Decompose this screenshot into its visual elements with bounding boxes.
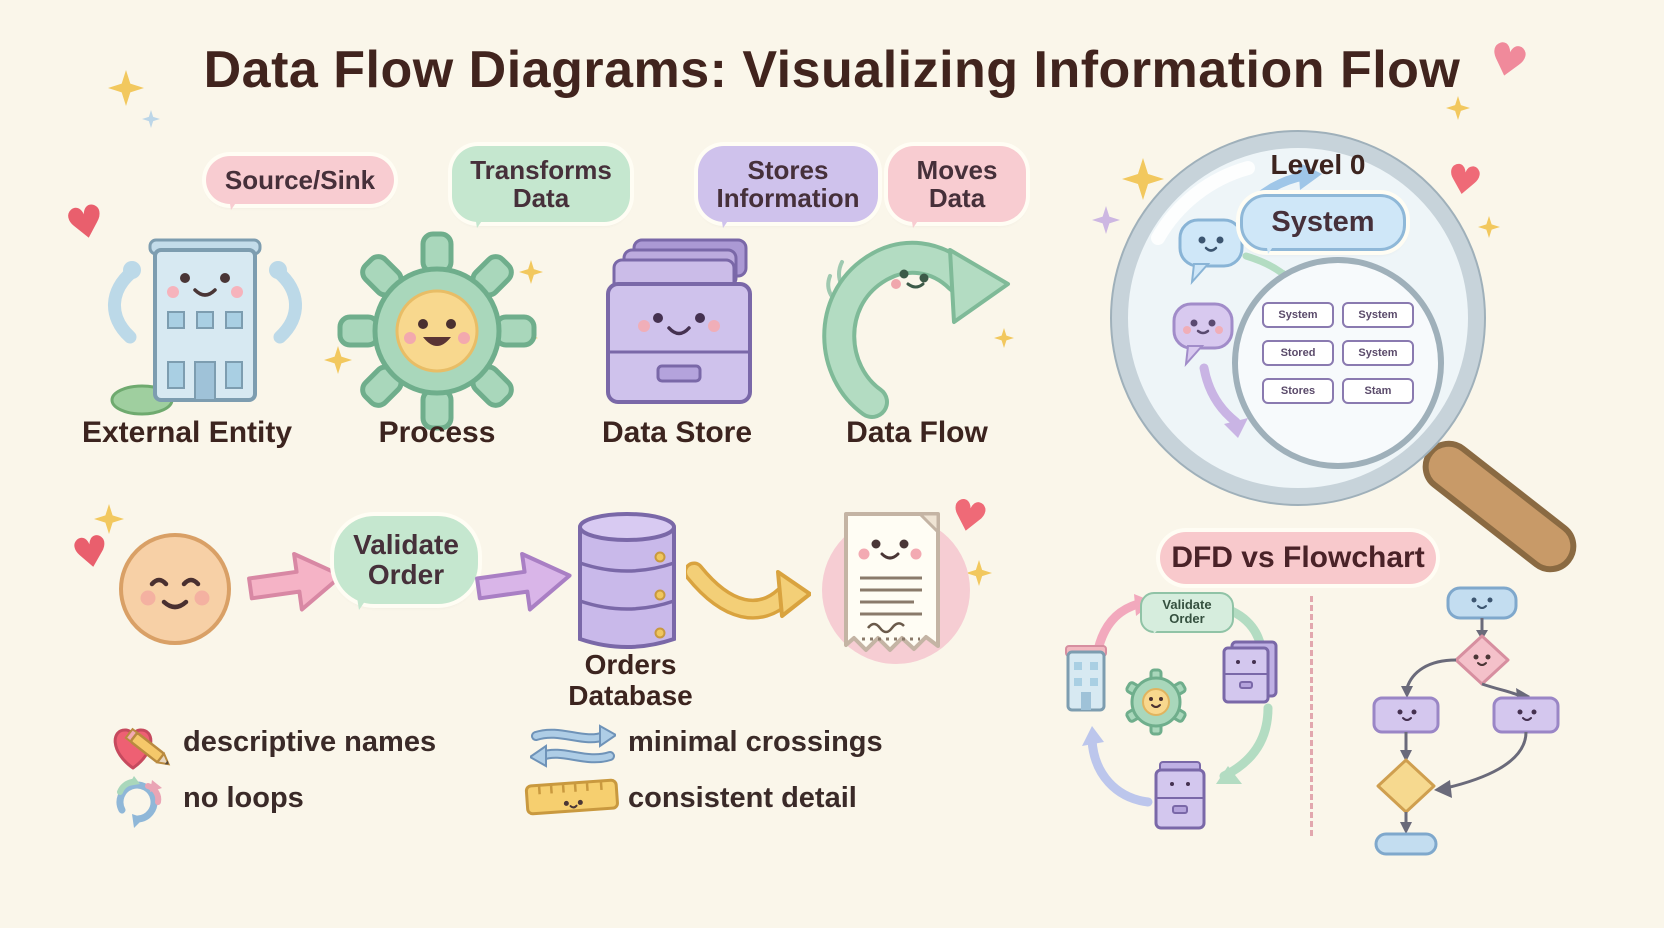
heart-icon: ♥ [68, 525, 114, 580]
receipt-icon [822, 512, 970, 664]
mini-dfd-diagram [1065, 594, 1278, 830]
system-bubble: System [1240, 194, 1406, 255]
practice-no-loops: no loops [183, 782, 304, 814]
inner-process-box: Stam [1342, 378, 1414, 404]
heart-pencil-icon [113, 727, 171, 770]
inner-process-box: System [1262, 302, 1334, 328]
label-data-flow: Data Flow [846, 416, 988, 449]
sparkle-icon [142, 110, 160, 128]
practice-descriptive-names: descriptive names [183, 726, 437, 758]
comparison-heading: DFD vs Flowchart [1160, 532, 1436, 584]
flow-arrow-purple-icon [475, 551, 572, 612]
speech-bubble-transforms-data: Transforms Data [452, 146, 630, 229]
comparison-divider [1310, 596, 1313, 836]
level1-decomposition: System System Stored System Stores Stam [1262, 302, 1414, 404]
label-process: Process [378, 416, 496, 449]
mini-flowchart-diagram [1372, 586, 1560, 856]
speech-bubble-moves-data: Moves Data [888, 146, 1026, 229]
level0-heading: Level 0 [1270, 149, 1366, 180]
inner-process-box: Stored [1262, 340, 1334, 366]
inner-process-box: System [1342, 340, 1414, 366]
flow-arrow-yellow-icon [686, 561, 811, 620]
data-flow-arrow-icon [822, 240, 1010, 419]
practice-consistent-detail: consistent detail [628, 782, 857, 814]
label-orders-database: Orders Database [568, 649, 693, 711]
minimal-crossings-icon [530, 724, 616, 768]
validate-order-bubble: Validate Order [334, 516, 478, 611]
speech-bubble-source-sink: Source/Sink [206, 156, 394, 211]
page-title: Data Flow Diagrams: Visualizing Informat… [203, 41, 1461, 99]
database-icon [578, 512, 676, 649]
label-external-entity: External Entity [81, 416, 293, 449]
ruler-icon [524, 778, 619, 816]
inner-process-box: Stores [1262, 378, 1334, 404]
flow-arrow-pink-icon [247, 551, 344, 612]
mini-validate-order-bubble: Validate Order [1140, 592, 1234, 634]
inner-process-box: System [1342, 302, 1414, 328]
no-loops-icon [116, 776, 162, 828]
data-store-icon [606, 238, 752, 404]
external-entity-icon [108, 238, 302, 416]
practice-minimal-crossings: minimal crossings [628, 726, 883, 758]
process-gear-icon [337, 231, 537, 431]
label-data-store: Data Store [601, 416, 753, 449]
customer-face-icon [119, 533, 231, 645]
speech-bubble-stores-information: Stores Information [698, 146, 878, 229]
